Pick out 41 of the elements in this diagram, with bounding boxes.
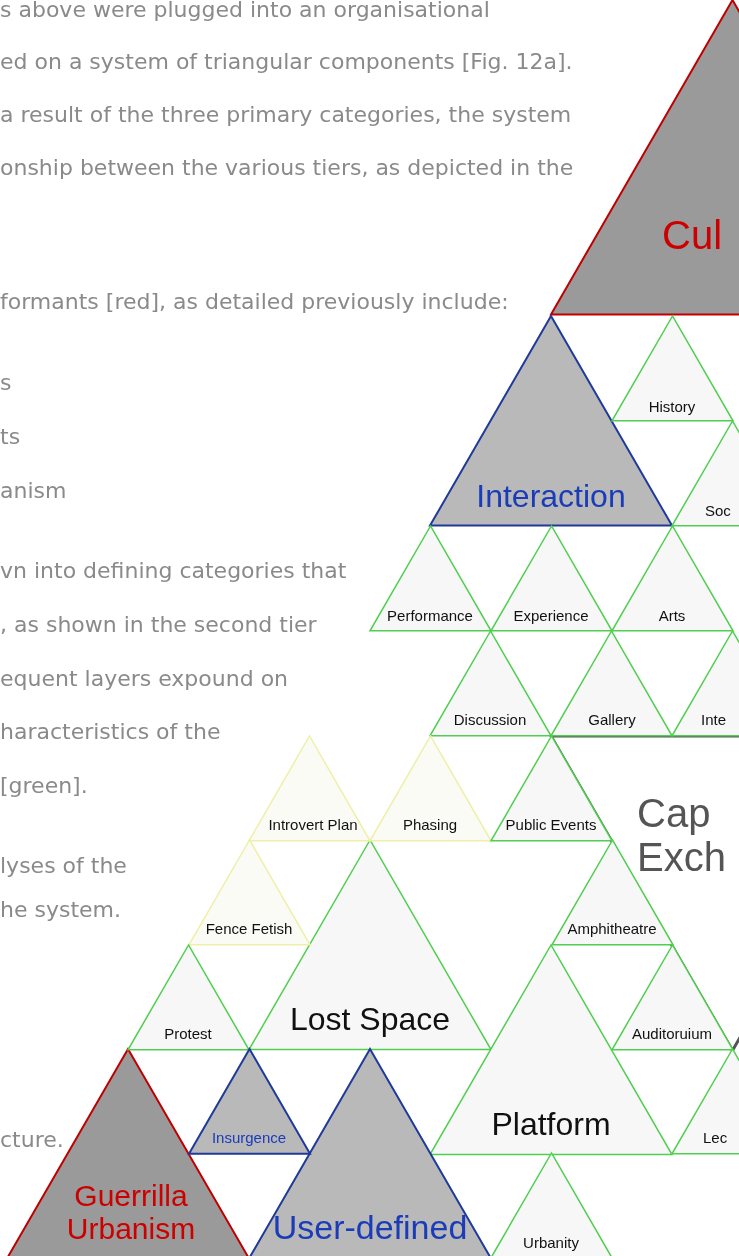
category-label: Discussion — [453, 711, 527, 729]
body-text-line: s above were plugged into an organisational — [0, 0, 490, 24]
category-label: Phasing — [402, 816, 458, 834]
category-label: Performance — [387, 607, 473, 625]
category-label: Public Events — [505, 816, 597, 834]
body-text-line: onship between the various tiers, as depicted in the — [0, 154, 574, 182]
body-text-line: he system. — [0, 896, 121, 924]
category-label: Amphitheatre — [567, 920, 657, 938]
body-text-line: [green]. — [0, 772, 88, 800]
body-text-line: vn into defining categories that — [0, 557, 347, 585]
category-label: Lec — [703, 1129, 728, 1147]
category-label: Urbanity — [523, 1234, 579, 1252]
category-title: Lost Space — [289, 1002, 451, 1038]
category-label: Inte — [701, 711, 727, 729]
body-text-line: a result of the three primary categories, the system — [0, 101, 572, 129]
category-title: Platform — [491, 1107, 611, 1143]
body-text-line: formants [red], as detailed previously include: — [0, 288, 509, 316]
body-text-line: , as shown in the second tier — [0, 611, 317, 639]
category-label: Auditoruium — [632, 1025, 712, 1043]
body-text-line: cture. — [0, 1126, 64, 1154]
category-label: Arts — [658, 607, 686, 625]
category-label: Introvert Plan — [268, 816, 358, 834]
category-title: Guerrilla Urbanism — [65, 1179, 197, 1245]
body-text-line: haracteristics of the — [0, 718, 221, 746]
category-label: Protest — [164, 1025, 212, 1043]
category-label: Insurgence — [211, 1129, 287, 1147]
body-text-line: ts — [0, 423, 21, 451]
category-title: Cul — [662, 213, 723, 257]
category-title: Interaction — [476, 479, 626, 515]
category-label: Gallery — [588, 711, 636, 729]
body-text-line: lyses of the — [0, 852, 127, 880]
category-title: Cap Exch — [637, 791, 727, 879]
body-text-line: equent layers expound on — [0, 665, 289, 693]
body-text-line: ed on a system of triangular components [Fig. 12a]. — [0, 48, 573, 76]
category-label: Soc — [705, 502, 731, 520]
body-text-line: anism — [0, 477, 67, 505]
category-label: History — [648, 398, 696, 416]
category-label: Experience — [513, 607, 589, 625]
category-title: User-defined — [272, 1209, 468, 1247]
category-label: Fence Fetish — [205, 920, 293, 938]
body-text-line: s — [0, 369, 12, 397]
